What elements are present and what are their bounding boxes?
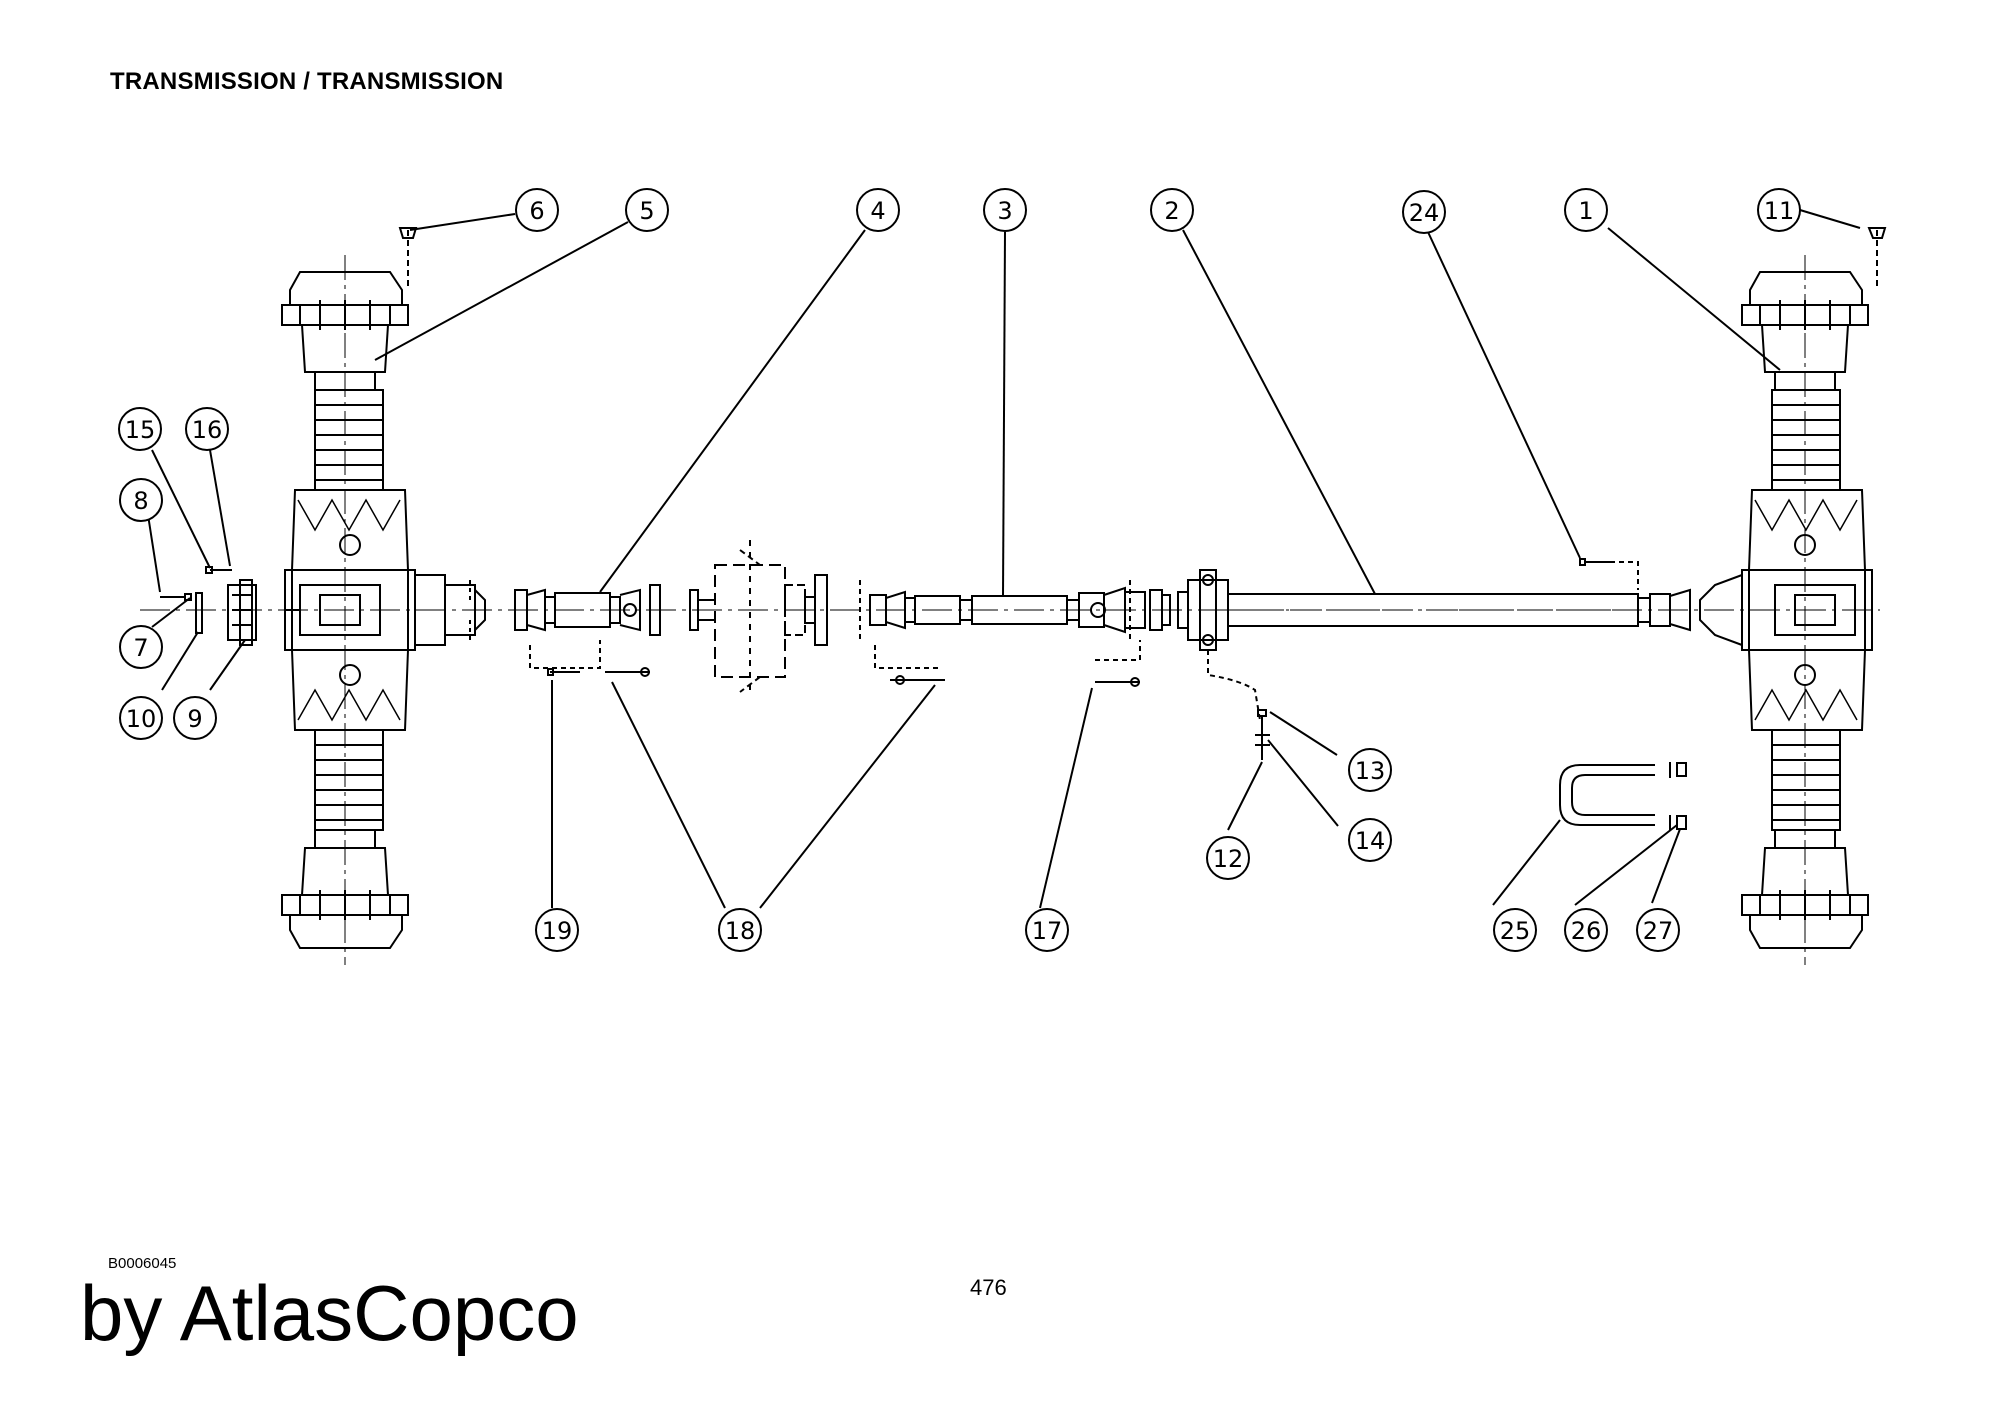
svg-text:4: 4 [870, 197, 885, 225]
bolt-hardware [398, 227, 1887, 760]
callout-18: 18 [718, 908, 762, 952]
svg-text:25: 25 [1500, 917, 1531, 945]
callout-8: 8 [119, 478, 163, 522]
svg-text:18: 18 [725, 917, 756, 945]
svg-text:6: 6 [529, 197, 544, 225]
left-axle [281, 255, 486, 965]
callout-12: 12 [1206, 836, 1250, 880]
right-axle [1699, 255, 1873, 965]
callout-bubbles: 1 2 3 4 5 6 7 8 9 10 11 12 13 14 15 16 1… [118, 188, 1801, 952]
callout-9: 9 [173, 696, 217, 740]
svg-text:17: 17 [1032, 917, 1063, 945]
callout-26: 26 [1564, 908, 1608, 952]
svg-text:19: 19 [542, 917, 573, 945]
svg-text:12: 12 [1213, 845, 1244, 873]
callout-16: 16 [185, 407, 229, 451]
callout-3: 3 [983, 188, 1027, 232]
callout-7: 7 [119, 625, 163, 669]
callout-13: 13 [1348, 748, 1392, 792]
page-number: 476 [970, 1275, 1007, 1300]
callout-10: 10 [119, 696, 163, 740]
callout-1: 1 [1564, 188, 1608, 232]
svg-text:27: 27 [1643, 917, 1674, 945]
svg-text:3: 3 [997, 197, 1012, 225]
u-bolt-assembly [1559, 762, 1687, 830]
callout-6: 6 [515, 188, 559, 232]
callout-14: 14 [1348, 818, 1392, 862]
callout-11: 11 [1757, 188, 1801, 232]
drive-shaft-3 [859, 580, 1171, 640]
svg-text:13: 13 [1355, 757, 1386, 785]
callout-27: 27 [1636, 908, 1680, 952]
svg-text:24: 24 [1409, 199, 1440, 227]
svg-text:2: 2 [1164, 197, 1179, 225]
leader-lines [147, 209, 1861, 909]
callout-4: 4 [856, 188, 900, 232]
drive-shaft-4 [469, 580, 661, 640]
callout-15: 15 [118, 407, 162, 451]
svg-text:16: 16 [192, 416, 223, 444]
svg-text:15: 15 [125, 416, 156, 444]
callout-19: 19 [535, 908, 579, 952]
svg-text:14: 14 [1355, 827, 1386, 855]
brand-text: by AtlasCopco [80, 1269, 579, 1357]
svg-text:8: 8 [133, 487, 148, 515]
svg-text:10: 10 [126, 705, 157, 733]
drawing-code: B0006045 [108, 1255, 177, 1272]
svg-text:7: 7 [133, 634, 148, 662]
callout-5: 5 [625, 188, 669, 232]
drive-shaft-2 [1177, 569, 1691, 651]
callout-24: 24 [1402, 190, 1446, 234]
svg-text:26: 26 [1571, 917, 1602, 945]
centre-coupling [689, 540, 828, 693]
page-title: TRANSMISSION / TRANSMISSION [110, 68, 504, 95]
svg-text:9: 9 [187, 705, 202, 733]
svg-text:1: 1 [1578, 197, 1593, 225]
svg-text:11: 11 [1764, 197, 1795, 225]
left-cover-parts [160, 566, 257, 646]
svg-text:5: 5 [639, 197, 654, 225]
callout-17: 17 [1025, 908, 1069, 952]
callout-25: 25 [1493, 908, 1537, 952]
callout-2: 2 [1150, 188, 1194, 232]
